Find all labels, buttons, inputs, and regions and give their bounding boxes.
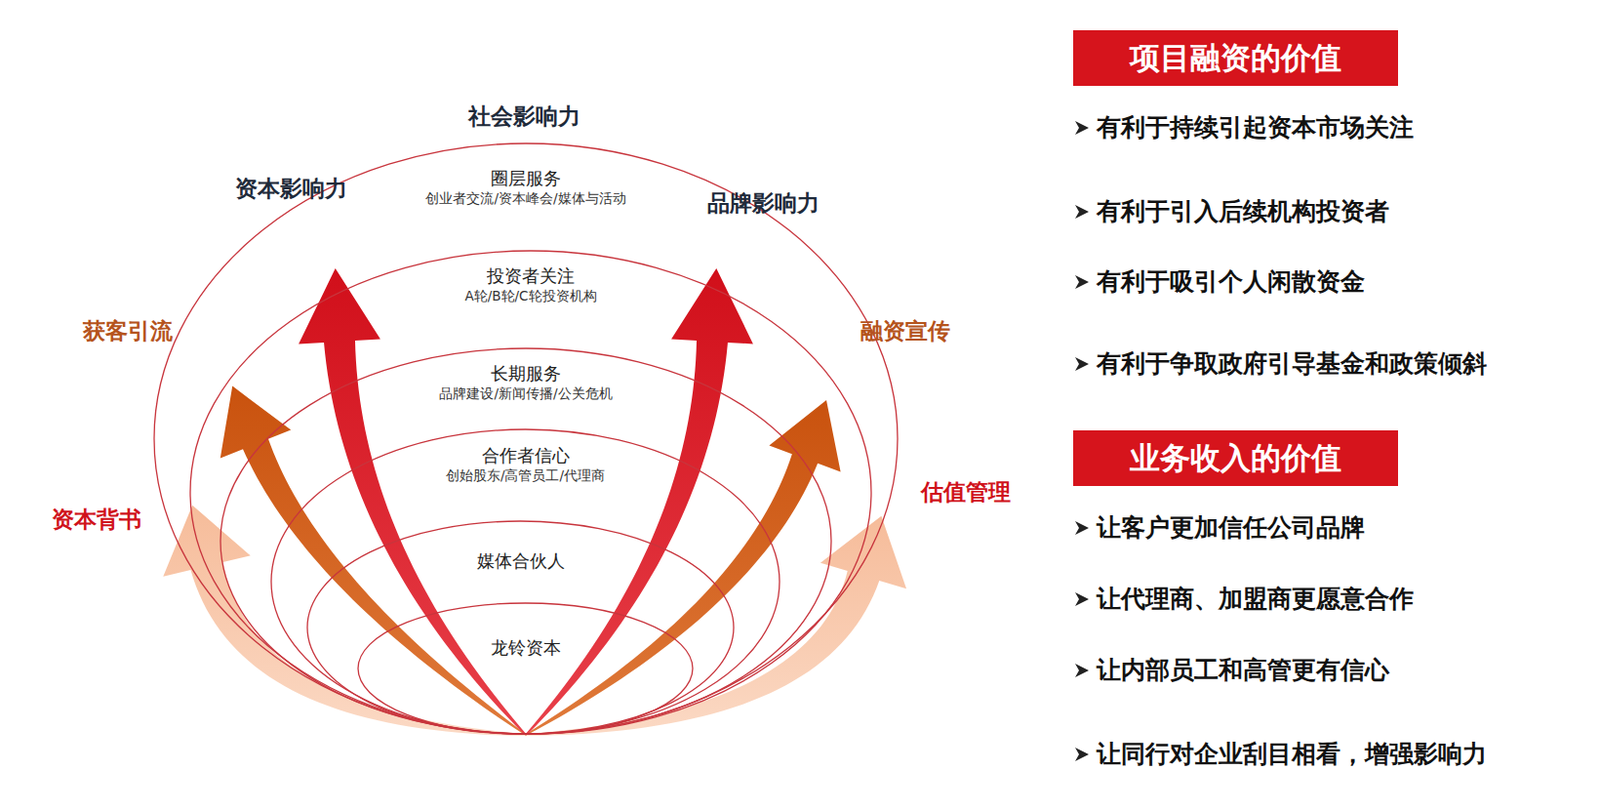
ring-outline <box>220 348 832 734</box>
ring-title: 合作者信心 <box>270 444 781 468</box>
bullet-marker <box>1075 120 1089 135</box>
ring-outline <box>358 602 693 734</box>
ring-subtitle: 创始股东/高管员工/代理商 <box>270 467 781 484</box>
bullet-marker <box>1074 120 1090 136</box>
bullet-item: 让代理商、加盟商更愿意合作 <box>1096 584 1414 614</box>
bullet-item: 让同行对企业刮目相看，增强影响力 <box>1096 739 1487 769</box>
ring-subtitle: A轮/B轮/C轮投资机构 <box>189 287 873 305</box>
bullet-marker <box>1075 204 1089 219</box>
arrow-label: 获客引流 <box>82 318 173 346</box>
bullet-marker <box>1074 746 1090 762</box>
influence-label: 品牌影响力 <box>707 190 820 218</box>
ring-outline <box>190 250 872 734</box>
ring-outline <box>307 520 734 734</box>
bullet-item: 让客户更加信任公司品牌 <box>1096 513 1365 543</box>
ring-subtitle: 品牌建设/新闻传播/公关危机 <box>219 385 833 402</box>
header-text: 项目融资的价值 <box>1129 39 1342 78</box>
ring-band: 投资者关注A轮/B轮/C轮投资机构长期服务品牌建设/新闻传播/公关危机合作者信心… <box>189 249 873 735</box>
ring-title: 龙铃资本 <box>357 637 694 660</box>
core-ellipse: 龙铃资本 <box>357 601 694 735</box>
ring-outline <box>189 249 873 735</box>
arrow-label: 估值管理 <box>920 479 1011 507</box>
bullet-marker <box>1074 520 1090 536</box>
bullet-marker <box>1074 662 1090 679</box>
bullet-marker <box>1075 275 1089 289</box>
bullet-marker <box>1074 356 1090 372</box>
growth-arrow <box>298 268 527 735</box>
ring-outline <box>154 143 898 734</box>
header-text: 业务收入的价值 <box>1129 439 1342 478</box>
bullet-marker <box>1074 203 1090 220</box>
bullet-marker <box>1074 274 1090 290</box>
bullet-marker <box>1075 357 1089 371</box>
section-header: 项目融资的价值 <box>1073 30 1399 86</box>
bullet-item: 让内部员工和高管更有信心 <box>1096 655 1390 685</box>
ring-band: 长期服务品牌建设/新闻传播/公关危机合作者信心创始股东/高管员工/代理商媒体合伙… <box>219 347 833 735</box>
ring-band: 媒体合伙人龙铃资本 <box>306 520 735 735</box>
bullet-marker <box>1075 520 1089 535</box>
ring-outline <box>271 429 780 734</box>
bullet-item: 有利于引入后续机构投资者 <box>1096 197 1390 227</box>
bullet-item: 有利于争取政府引导基金和政策倾斜 <box>1096 349 1487 379</box>
ring-title: 投资者关注 <box>189 265 873 288</box>
bullet-marker <box>1074 591 1090 607</box>
influence-label: 资本影响力 <box>235 175 348 203</box>
bullet-item: 有利于持续引起资本市场关注 <box>1096 113 1414 143</box>
section-header: 业务收入的价值 <box>1073 430 1399 486</box>
bullet-marker <box>1075 663 1089 678</box>
growth-arrow <box>162 505 526 736</box>
ring-title: 媒体合伙人 <box>306 550 735 573</box>
bullet-marker <box>1075 592 1089 606</box>
arrow-label: 融资宣传 <box>860 318 951 346</box>
influence-label: 社会影响力 <box>468 103 581 131</box>
ring-band: 圈层服务创业者交流/资本峰会/媒体与活动投资者关注A轮/B轮/C轮投资机构长期服… <box>153 142 899 735</box>
ring-outline <box>219 347 833 735</box>
ring-outline <box>357 601 694 735</box>
bullet-item: 有利于吸引个人闲散资金 <box>1096 267 1365 297</box>
arrow-label: 资本背书 <box>51 506 142 534</box>
ring-band: 合作者信心创始股东/高管员工/代理商媒体合伙人龙铃资本 <box>270 428 781 735</box>
bullet-marker <box>1075 747 1089 761</box>
ring-title: 长期服务 <box>219 362 833 386</box>
